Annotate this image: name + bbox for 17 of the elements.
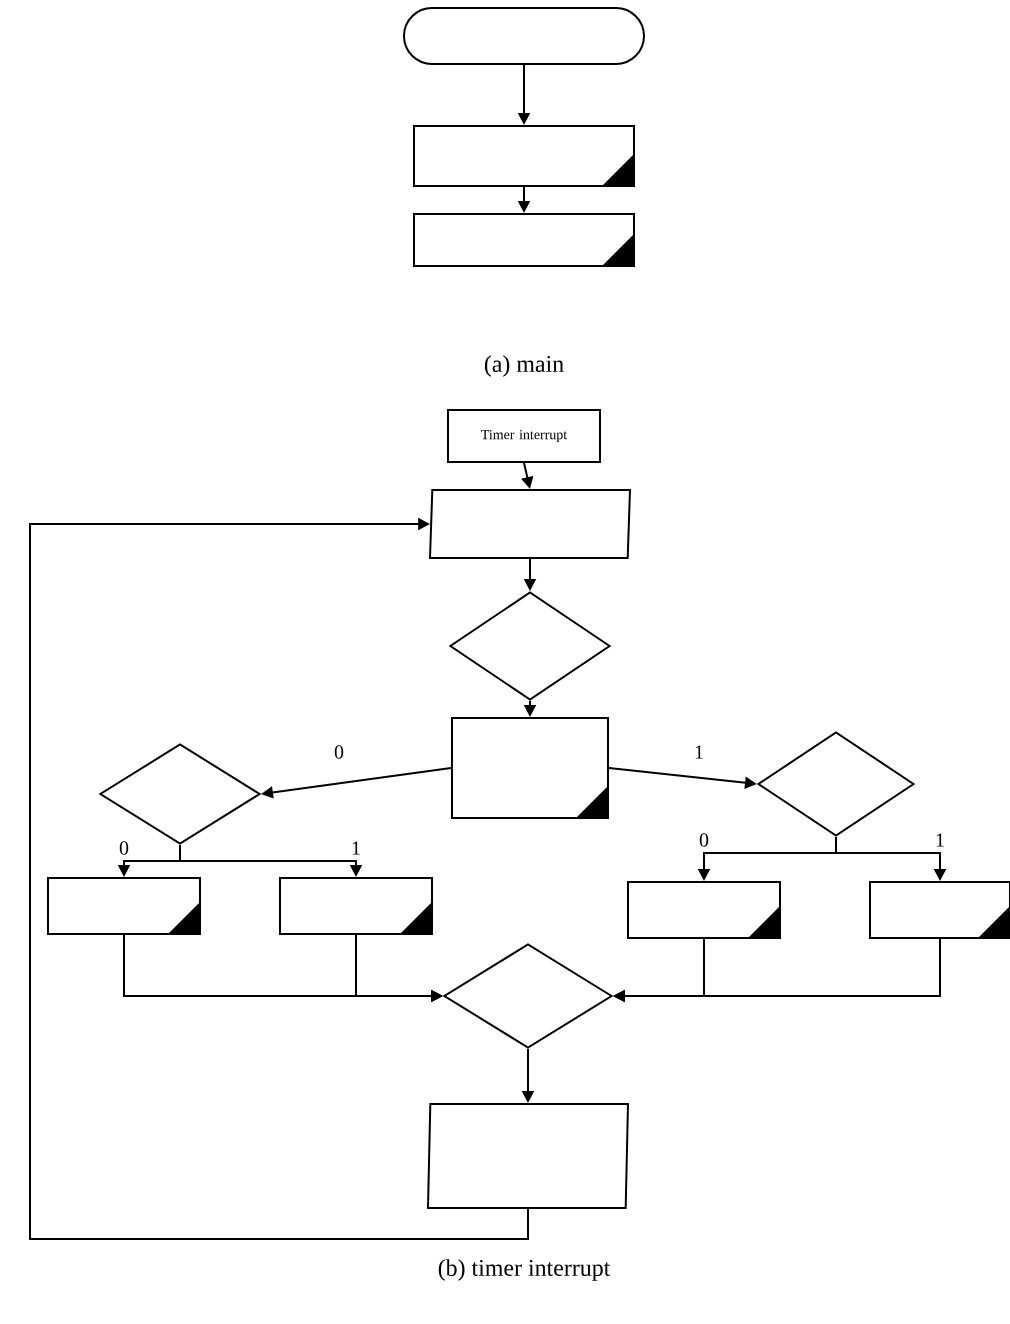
- process-box: [47, 877, 201, 935]
- edge-label: 0: [117, 839, 131, 857]
- process-box: [869, 881, 1010, 939]
- edge-label: 1: [933, 831, 947, 849]
- process-box: [413, 213, 635, 267]
- edge-label: 0: [332, 743, 346, 761]
- process-box: [627, 881, 781, 939]
- edge-label: 0: [697, 831, 711, 849]
- process-box: [451, 717, 609, 819]
- edge-label: 1: [349, 839, 363, 857]
- edge-label: 1: [692, 743, 706, 761]
- process-box: [279, 877, 433, 935]
- caption: (a) main: [484, 355, 564, 377]
- terminal-shape: [403, 7, 645, 65]
- arrow: [29, 517, 529, 1240]
- process-box: [413, 125, 635, 187]
- caption: (b) timer interrupt: [438, 1259, 611, 1281]
